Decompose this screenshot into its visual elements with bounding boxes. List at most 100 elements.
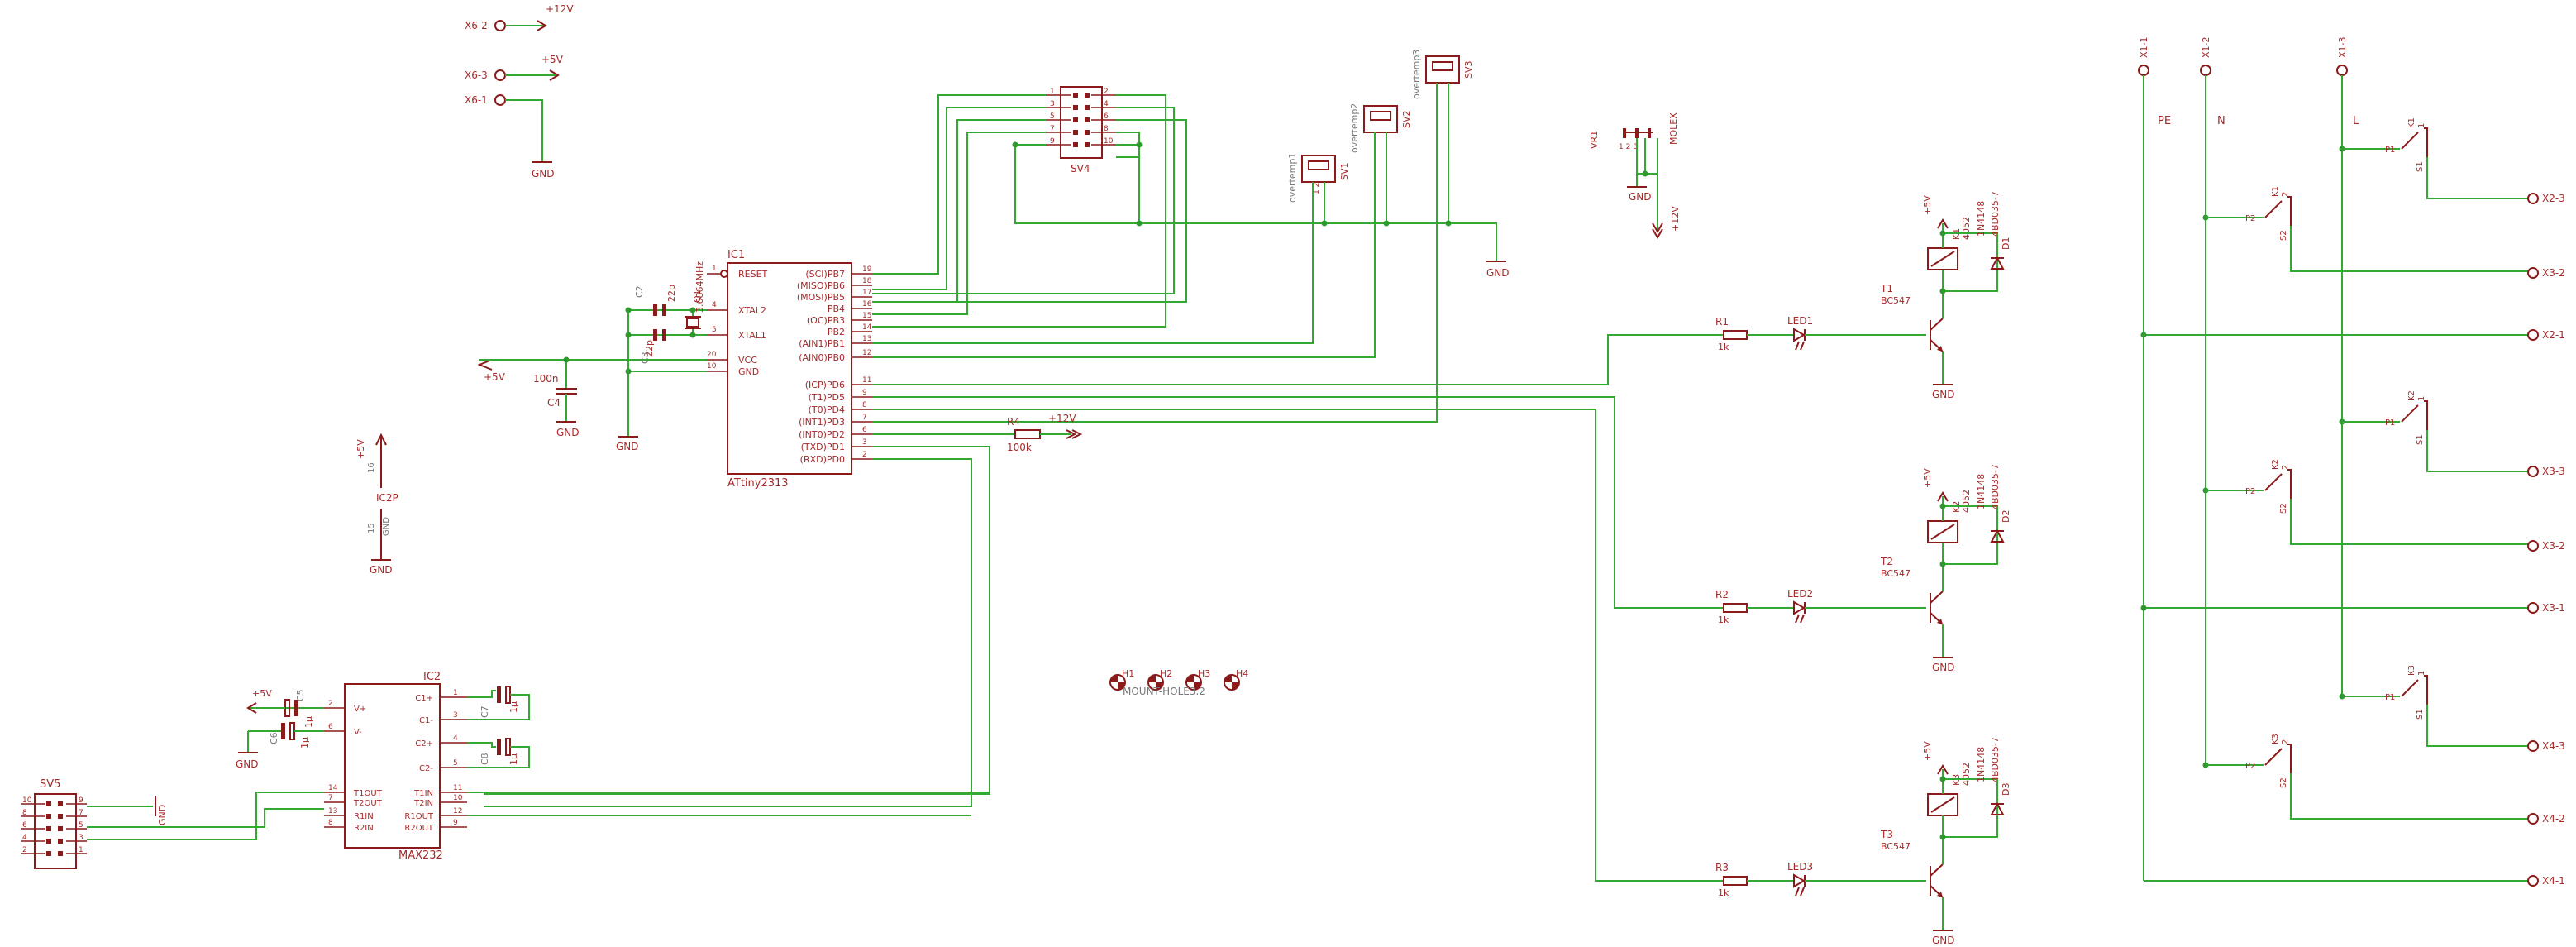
relay-p1: P1 [2385,146,2395,155]
output-label: X3-3 [2542,466,2565,477]
pe-label: PE [2158,115,2171,127]
output-pad-x4_2 [2527,813,2539,825]
ic2-pin-num: 1 [453,689,458,697]
relay-num: 2 [2281,739,2290,744]
relay-num: 1 [2417,123,2426,128]
ic2-pin-name: R2IN [354,824,374,833]
sv5-pin-left: 10 [22,796,32,805]
ic1-pin-num: 17 [862,289,871,297]
sv5-name: SV5 [40,778,60,791]
svg-text:GND: GND [1629,191,1652,203]
transistor-gnd: GND [1932,662,1955,673]
sv5-pin-left: 6 [22,821,27,830]
diode-name: D2 [2001,510,2011,523]
ic2-pin-name: C2+ [415,739,433,749]
mount-hole-label: H3 [1198,668,1210,679]
relay-switch-2 [2264,748,2283,766]
l-label: L [2353,115,2359,127]
diode-value: 1N4148 [1976,747,1987,782]
sv4-pin-left: 1 [1050,88,1055,96]
ic2-pin-num: 14 [328,784,338,792]
ic1-right-pins: 19(SCI)PB718(MISO)PB617(MOSI)PB516PB415(… [797,265,872,465]
relay-p1: P1 [2385,418,2395,428]
output-pad-x3_3 [2527,466,2539,477]
sv4-pin-right: 2 [1104,88,1109,96]
transistor-part: BC547 [1881,295,1911,306]
relay-switch-1 [2401,404,2419,423]
relay-s2: S2 [2279,777,2288,788]
relay-switch-2 [2264,473,2283,491]
sv4-pin-right: 8 [1104,125,1109,133]
led-name: LED3 [1787,861,1813,873]
svg-text:1µ: 1µ [508,701,519,713]
relay-k2: K3 [2271,734,2280,744]
ic2-pin-num: 7 [328,794,333,802]
svg-text:1 2 3: 1 2 3 [1619,143,1638,151]
relay-p2: P2 [2245,487,2255,496]
transistor-gnd: GND [1932,935,1955,946]
ic1-pin-num: 12 [862,349,871,357]
ic2-pin-name: T2OUT [353,799,383,808]
relay-s1: S1 [2416,161,2425,172]
relay-num: 2 [2281,192,2290,197]
ic1-pin-name: (RXD)PD0 [800,454,845,465]
relay-s1: S1 [2416,709,2425,720]
relay-switch-2 [2264,200,2283,218]
svg-text:XTAL2: XTAL2 [738,305,766,316]
ic1-pin-name: PB2 [828,327,845,337]
ic1-pin-name: (ICP)PD6 [805,380,845,390]
resistor-value: 1k [1718,342,1729,352]
svg-text:RESET: RESET [738,269,768,280]
ic2-pin-name: V+ [354,705,366,714]
svg-text:VR1: VR1 [1589,131,1600,149]
ic1-pin-name: (OC)PB3 [807,315,845,326]
relay-num: 2 [2281,465,2290,470]
resistor-name: R3 [1715,862,1729,873]
ic1-pin-name: (TXD)PD1 [801,442,845,452]
svg-text:X1-2: X1-2 [2201,36,2211,58]
svg-text:SV2: SV2 [1401,110,1412,128]
sv4-wiring: GND [872,94,1510,328]
relay-value: 4052 [1961,490,1972,513]
sv5-pin-right: 7 [79,809,83,817]
ic1-pin-num: 2 [862,451,867,459]
transistor-part: BC547 [1881,568,1911,579]
ic2-pin-num: 6 [328,723,333,731]
svg-text:16: 16 [367,462,376,473]
ic2p-name: IC2P [376,492,398,504]
relay-5v: +5V [1922,195,1933,215]
output-pad-x2_3 [2527,193,2539,204]
ic2-pin-num: 11 [453,784,462,792]
transistor-name: T1 [1880,283,1893,294]
connector-x6: X6-2 +12V X6-3 +5V X6-1 GND [465,3,574,179]
mount-hole-caption: MOUNT-HOLE3.2 [1123,686,1205,697]
relay-k1: K2 [2407,390,2416,401]
x6-2-supply: +12V [546,3,574,15]
output-label: X3-2 [2542,267,2565,279]
ic1-pin-name: (MOSI)PB5 [797,292,845,303]
ic1-pin-num: 19 [862,265,872,274]
ic2-pin-name: C1- [419,716,433,725]
relay-part: 4BD035-7 [1990,191,2001,237]
ic2-max232: IC2 MAX232 2V+6V-14T1OUT7T2OUT13R1IN8R2I… [87,671,990,862]
x6-2-label: X6-2 [465,20,488,31]
sv5-pin-right: 9 [79,796,83,805]
svg-text:C5: C5 [295,689,306,701]
transistor-name: T2 [1880,556,1893,567]
svg-text:3.6864MHz: 3.6864MHz [694,261,705,313]
ic1-pin-num: 18 [862,277,872,285]
ic2-pin-name: R1OUT [404,812,434,821]
resistor-name: R2 [1715,589,1729,600]
svg-text:15: 15 [367,523,376,533]
sv2-overtemp2: overtemp2 SV2 [872,103,1412,358]
ic2-pin-num: 13 [328,807,337,815]
ic2p-power: +5V 16 IC2P 15 GND GND [355,433,398,576]
r4-value: 100k [1007,442,1032,453]
diode-d3 [1990,801,2005,815]
resistor-r3 [1723,876,1748,886]
